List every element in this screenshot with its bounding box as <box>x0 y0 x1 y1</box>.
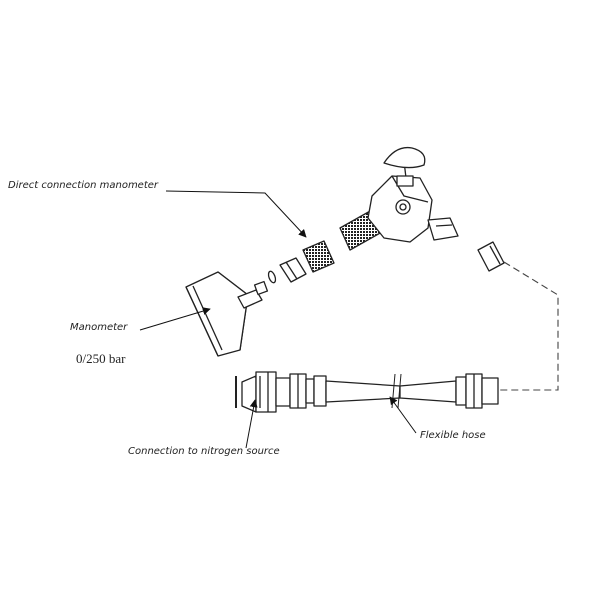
label-manometer-range: 0/250 bar <box>76 351 126 366</box>
manometer-gauge <box>185 271 263 357</box>
flexible-hose-assembly <box>235 371 499 413</box>
label-nitrogen-connection: Connection to nitrogen source <box>128 446 280 457</box>
dashed-connection <box>500 261 559 391</box>
three-way-valve <box>367 146 459 243</box>
right-fitting <box>477 241 505 272</box>
o-ring <box>267 270 277 284</box>
valve-handwheel <box>383 146 426 169</box>
leader-direct-connection <box>165 190 307 238</box>
leader-hose <box>389 396 417 434</box>
fitting-nipple <box>253 270 277 296</box>
label-manometer: Manometer <box>70 322 128 333</box>
hex-nut <box>279 257 307 283</box>
knurled-coupling <box>302 240 335 273</box>
label-direct-connection-manometer: Direct connection manometer <box>8 180 159 191</box>
label-flexible-hose: Flexible hose <box>420 430 486 441</box>
leader-nitrogen <box>245 399 258 449</box>
leader-manometer <box>139 307 211 331</box>
